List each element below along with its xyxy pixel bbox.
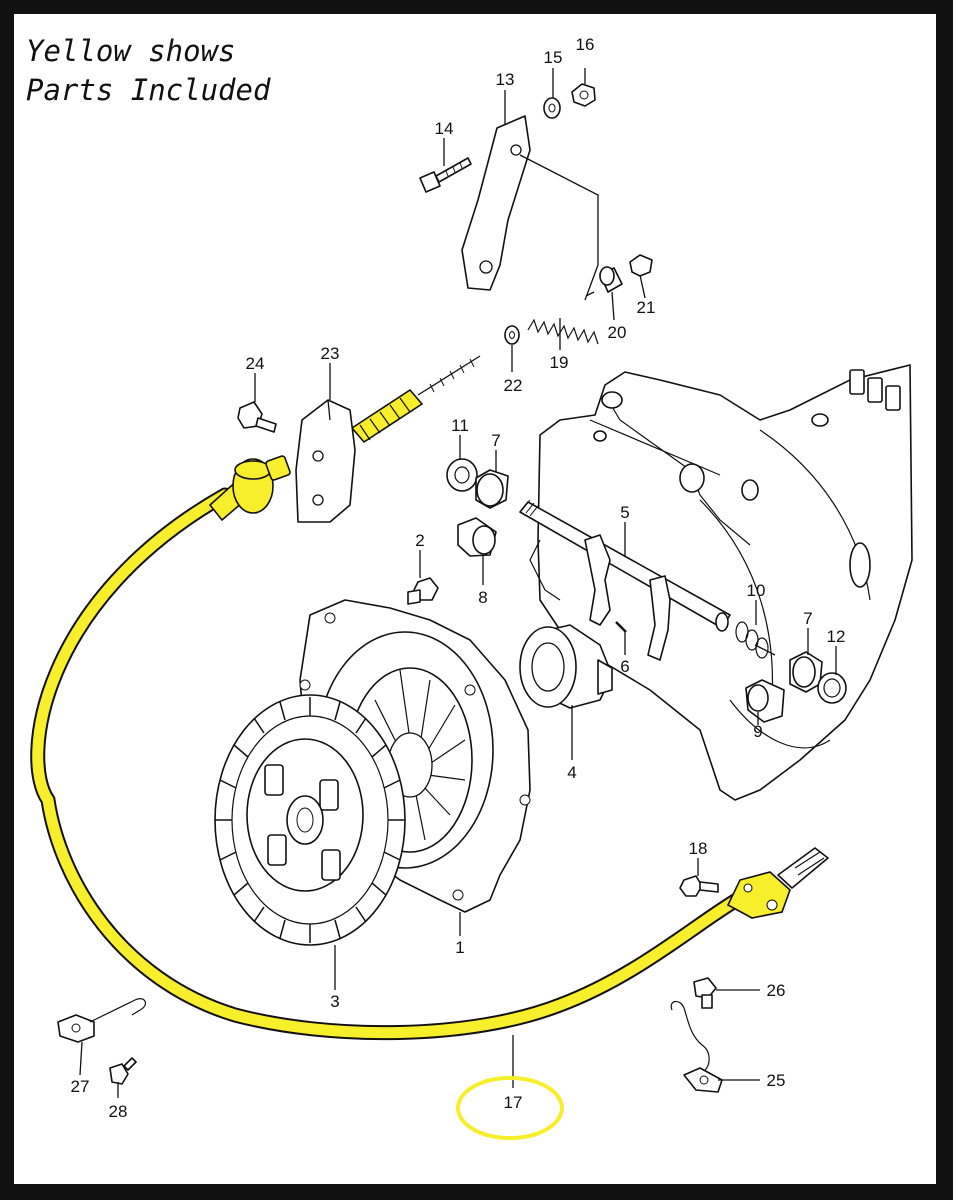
caption-line-1: Yellow shows (26, 34, 236, 68)
leader-lines (79, 68, 837, 1098)
nut-part-21 (629, 254, 653, 277)
bushing-part-8 (457, 517, 497, 557)
label-part-14: 14 (435, 119, 454, 138)
label-part-16: 16 (576, 35, 595, 54)
bolt-part-26 (693, 977, 717, 1009)
seal-part-12 (817, 672, 847, 704)
label-part-11: 11 (451, 416, 469, 435)
bolt-part-2 (407, 577, 439, 605)
clutch-disc-part-3 (214, 694, 406, 946)
return-spring-part-19 (527, 291, 599, 345)
label-part-26: 26 (767, 981, 786, 1000)
label-part-22: 22 (504, 376, 523, 395)
label-part-2: 2 (415, 531, 424, 550)
highlight-circle-17 (456, 1076, 564, 1140)
label-part-6: 6 (620, 657, 629, 676)
clutch-cable-part-17 (30, 355, 829, 1041)
label-part-28: 28 (109, 1102, 128, 1121)
clip-part-27 (57, 998, 147, 1043)
label-part-4: 4 (567, 763, 576, 782)
label-part-13: 13 (496, 70, 515, 89)
label-part-10: 10 (747, 581, 766, 600)
label-part-25: 25 (767, 1071, 786, 1090)
release-shaft-part-5 (519, 499, 731, 661)
label-part-19: 19 (550, 353, 569, 372)
label-part-7-lower: 7 (803, 609, 812, 628)
label-part-23: 23 (321, 344, 340, 363)
pin-part-6 (615, 621, 627, 633)
bushing-part-9 (745, 679, 785, 723)
bolt-part-28 (109, 1057, 137, 1085)
nut-part-16 (571, 83, 596, 107)
label-part-7-upper: 7 (491, 431, 500, 450)
washer-part-22 (504, 325, 520, 345)
label-part-17: 17 (504, 1093, 523, 1112)
release-bearing-part-4 (519, 624, 613, 709)
label-part-27: 27 (71, 1077, 90, 1096)
label-part-15: 15 (544, 48, 563, 67)
label-part-5: 5 (620, 503, 629, 522)
bushing-part-20 (599, 266, 623, 293)
label-part-3: 3 (330, 992, 339, 1011)
label-part-8: 8 (478, 588, 487, 607)
label-part-18: 18 (689, 839, 708, 858)
label-part-9: 9 (753, 722, 762, 741)
clip-part-25 (670, 1000, 723, 1093)
label-part-12: 12 (827, 627, 846, 646)
label-part-24: 24 (246, 354, 265, 373)
callout-labels: 16 15 13 14 21 20 19 22 23 24 11 7 8 2 5… (71, 35, 846, 1121)
label-part-20: 20 (608, 323, 627, 342)
seal-part-11 (446, 458, 478, 492)
bolt-part-14 (419, 157, 472, 193)
caption-line-2: Parts Included (26, 73, 271, 107)
spring-part-10 (735, 621, 776, 659)
bolt-part-24 (237, 401, 277, 433)
legend-caption: Yellow shows Parts Included (26, 32, 270, 110)
label-part-21: 21 (637, 298, 656, 317)
bracket-part-23 (295, 399, 356, 523)
washer-part-15 (543, 97, 561, 119)
label-part-1: 1 (455, 938, 464, 957)
bushing-part-7-upper (475, 469, 509, 509)
bolt-part-18 (679, 875, 719, 897)
release-lever-part-13 (461, 115, 599, 301)
